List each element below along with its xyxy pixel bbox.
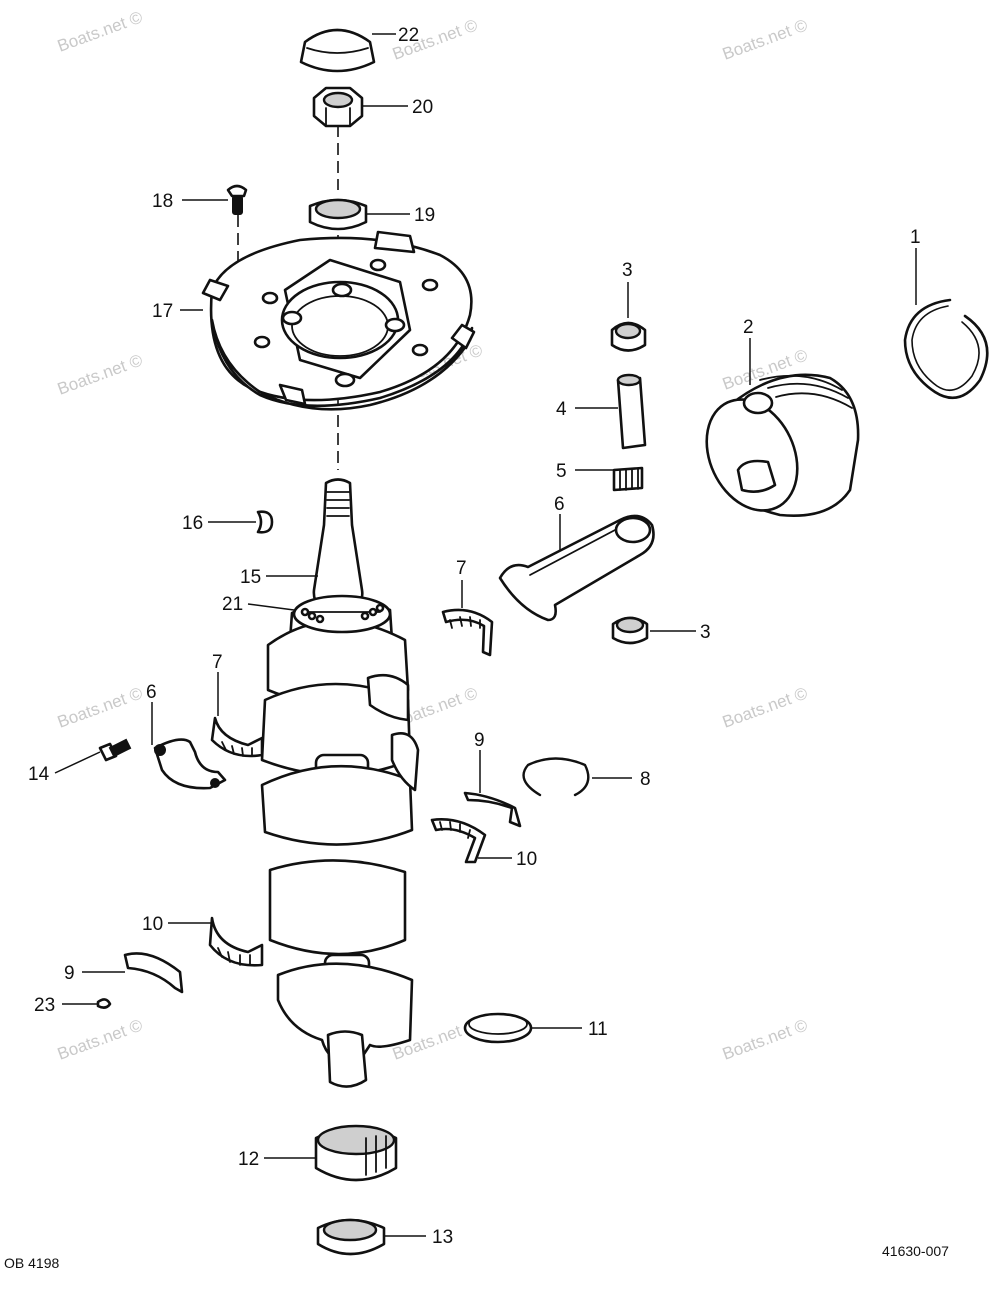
nut-part [312, 86, 364, 128]
watermark: Boats.net © [55, 350, 146, 398]
callout-17: 17 [152, 301, 173, 322]
wrist-pin-part [616, 373, 647, 450]
callout-15: 15 [240, 567, 261, 588]
seal-ring-part [463, 1012, 533, 1044]
bolt-part [98, 738, 132, 762]
needle-bearing-half-part [208, 916, 264, 967]
ball-bearing-part [292, 594, 392, 634]
callout-12: 12 [238, 1149, 259, 1170]
callout-7: 7 [212, 652, 223, 673]
callout-18: 18 [152, 191, 173, 212]
callout-5: 5 [556, 461, 567, 482]
callout-19: 19 [414, 205, 435, 226]
retaining-ring-part [522, 757, 590, 797]
callout-3: 3 [622, 260, 633, 281]
needle-bearing-half-part [430, 818, 487, 864]
cap-part [299, 28, 376, 73]
callout-6: 6 [146, 682, 157, 703]
bearing-plate-part [201, 230, 476, 411]
dowel-pin-part [96, 998, 112, 1009]
crankshaft-part [260, 478, 420, 1088]
main-bearing-half-part [463, 791, 522, 828]
watermark: Boats.net © [55, 1015, 146, 1063]
callout-23: 23 [34, 995, 55, 1016]
callout-4: 4 [556, 399, 567, 420]
callout-20: 20 [412, 97, 433, 118]
callout-10: 10 [516, 849, 537, 870]
callout-9: 9 [474, 730, 485, 751]
roller-bearing-part [314, 1124, 398, 1182]
reference-code-left: OB 4198 [4, 1255, 59, 1271]
rod-bearing-half-part [210, 716, 264, 758]
callout-labels: 22 20 19 18 17 1 3 2 4 5 6 16 15 21 7 3 … [28, 25, 921, 1248]
pin-bearing-part [611, 616, 649, 645]
callout-8: 8 [640, 769, 651, 790]
callout-3: 3 [700, 622, 711, 643]
watermark: Boats.net © [55, 683, 146, 731]
watermark: Boats.net © [720, 15, 811, 63]
callout-22: 22 [398, 25, 419, 46]
callout-9: 9 [64, 963, 75, 984]
leader-lines [54, 33, 917, 1237]
callout-11: 11 [588, 1019, 608, 1040]
pin-bearing-part [610, 321, 647, 352]
woodruff-key-part [256, 510, 274, 534]
callout-21: 21 [222, 594, 243, 615]
callout-13: 13 [432, 1227, 453, 1248]
callout-10: 10 [142, 914, 163, 935]
watermark: Boats.net © [55, 7, 146, 55]
screw-part [226, 184, 248, 215]
callout-7: 7 [456, 558, 467, 579]
main-bearing-half-part [123, 952, 184, 994]
seal-part [308, 198, 368, 231]
callout-6: 6 [554, 494, 565, 515]
watermark: Boats.net © [720, 683, 811, 731]
callout-16: 16 [182, 513, 203, 534]
rod-bearing-half-part [441, 608, 494, 657]
callout-1: 1 [910, 227, 921, 248]
callout-14: 14 [28, 764, 50, 785]
piston-ring-part [903, 298, 989, 400]
callout-2: 2 [743, 317, 754, 338]
reference-code-right: 41630-007 [882, 1243, 949, 1259]
piston-part [705, 373, 860, 517]
oil-seal-part [316, 1218, 386, 1256]
watermark: Boats.net © [720, 1015, 811, 1063]
connecting-rod-part [498, 514, 655, 622]
watermark-layer: Boats.net © Boats.net © Boats.net © Boat… [55, 7, 811, 1063]
rod-cap-part [153, 738, 227, 790]
needle-bearing-part [612, 466, 644, 492]
